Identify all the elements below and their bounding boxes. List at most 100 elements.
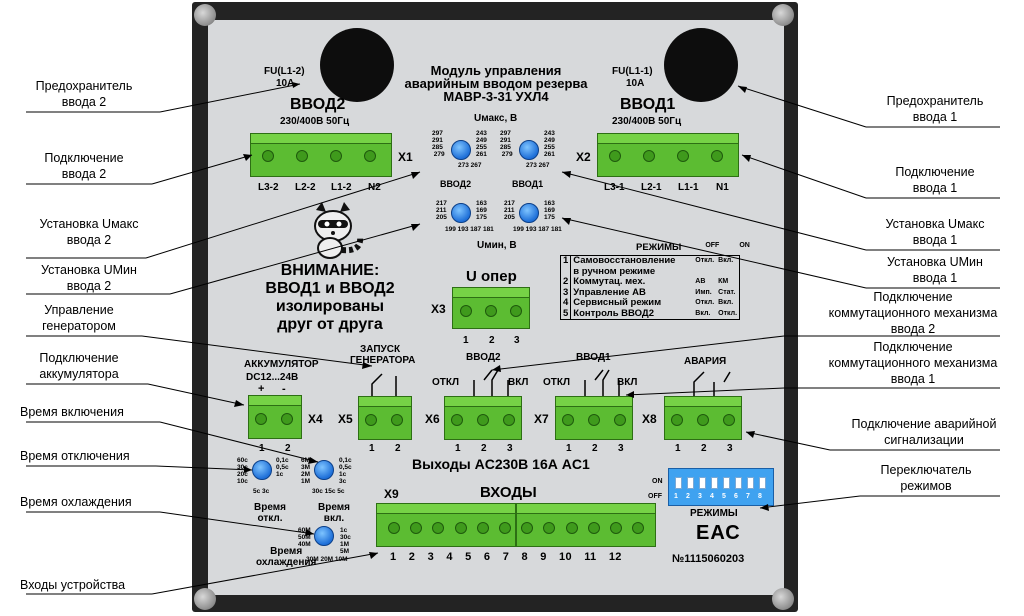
dip-switch-toggle[interactable] — [747, 477, 754, 489]
time-on-knob[interactable] — [314, 460, 334, 480]
gen-title2: ГЕНЕРАТОРА — [350, 355, 416, 366]
screw-icon — [510, 305, 522, 317]
fuse-holder-left[interactable] — [320, 28, 394, 102]
screw-icon — [711, 150, 723, 162]
relay-contact-icon — [693, 371, 731, 396]
dip-switch-toggle[interactable] — [723, 477, 730, 489]
callout-time-on: Время включения — [20, 405, 124, 419]
screw-icon — [262, 150, 274, 162]
x6-pin: 1 — [455, 443, 461, 454]
battery-plus: + — [258, 383, 265, 395]
bolt-icon — [772, 588, 794, 610]
dip-switch-toggle[interactable] — [699, 477, 706, 489]
screw-icon — [460, 305, 472, 317]
callout-time-cool: Время охлаждения — [20, 495, 132, 509]
x7-pin: 3 — [618, 443, 624, 454]
screw-icon — [614, 414, 626, 426]
screw-icon — [391, 414, 403, 426]
x2-pin-label: L1-1 — [678, 182, 699, 193]
battery-title: АККУМУЛЯТОР — [244, 359, 319, 370]
umax-title: Uмакс, В — [474, 113, 518, 124]
screw-icon — [388, 522, 400, 534]
callout-umin1: Установка UМин ввода 1 — [887, 255, 983, 285]
x7-vkl: ВКЛ — [617, 377, 638, 388]
x1-pin-label: L3-2 — [258, 182, 279, 193]
x5-pin: 1 — [369, 443, 375, 454]
umin-scale: 199 193 187 181 — [445, 226, 494, 233]
umin-vvod1-knob[interactable] — [519, 203, 539, 223]
vvod2-title: ВВОД2 — [290, 96, 346, 113]
screw-icon — [503, 414, 515, 426]
umin-vvod2-knob[interactable] — [451, 203, 471, 223]
dip-switch-toggle[interactable] — [687, 477, 694, 489]
screw-icon — [476, 522, 489, 534]
knob-vvod1-label: ВВОД1 — [512, 179, 544, 189]
screw-icon — [723, 414, 735, 426]
screw-icon — [410, 522, 423, 534]
dip-off-label: OFF — [648, 493, 662, 500]
umin-title: Uмин, В — [477, 240, 517, 251]
time-cool-knob[interactable] — [314, 526, 334, 546]
screw-icon — [477, 414, 489, 426]
x1-pin-label: N2 — [368, 182, 381, 193]
x5-label: X5 — [338, 412, 353, 426]
mode-dip-switch[interactable] — [668, 468, 774, 506]
x7-otkl: ОТКЛ — [543, 377, 571, 388]
x6-pin: 2 — [481, 443, 487, 454]
screw-icon — [451, 414, 463, 426]
battery-minus: - — [282, 383, 286, 395]
battery-voltage: DC12...24В — [246, 372, 299, 383]
screw-icon — [697, 414, 709, 426]
raccoon-logo-icon — [314, 202, 364, 259]
screw-icon — [432, 522, 445, 534]
x8-pin: 1 — [675, 443, 681, 454]
dip-switch-toggle[interactable] — [675, 477, 682, 489]
terminal-x4[interactable] — [248, 395, 302, 439]
module-title: Модуль управления аварийным вводом резер… — [404, 63, 588, 104]
screw-icon — [281, 413, 293, 425]
screw-icon — [587, 522, 600, 534]
callout-umax1: Установка Uмакс ввода 1 — [885, 217, 985, 247]
screw-icon — [588, 414, 600, 426]
screw-icon — [643, 150, 655, 162]
umax-vvod2-knob[interactable] — [451, 140, 471, 160]
gen-title: ЗАПУСК — [360, 344, 401, 355]
dip-switch-toggle[interactable] — [759, 477, 766, 489]
eac-mark-icon: ЕАС — [696, 522, 741, 544]
dip-switch-toggle[interactable] — [711, 477, 718, 489]
serial-number: №1115060203 — [672, 553, 745, 565]
x3-label: X3 — [431, 302, 446, 316]
screw-icon — [565, 522, 578, 534]
dip-switch-toggle[interactable] — [735, 477, 742, 489]
x4-pin: 1 — [259, 443, 265, 454]
callout-umax2: Установка Uмакс ввода 2 — [39, 217, 139, 247]
callout-fuse1: Предохранитель ввода 1 — [886, 94, 984, 124]
time-on-scale: 30c 15c 5c — [312, 488, 345, 495]
x9-label: X9 — [384, 487, 399, 501]
x1-pin-label: L2-2 — [295, 182, 316, 193]
screw-icon — [521, 522, 534, 534]
dip-title: РЕЖИМЫ — [690, 508, 738, 519]
bolt-icon — [772, 4, 794, 26]
x1-label: X1 — [398, 150, 413, 164]
screw-icon — [255, 413, 267, 425]
callout-umin2: Установка UМин ввода 2 — [41, 263, 137, 293]
x2-pin-label: L3-1 — [604, 182, 625, 193]
bolt-icon — [194, 4, 216, 26]
time-off-knob[interactable] — [252, 460, 272, 480]
fuse-left-label: FU(L1-2) — [264, 66, 305, 77]
fuse-holder-right[interactable] — [664, 28, 738, 102]
relay-contact-icon — [371, 373, 397, 396]
x6-vkl: ВКЛ — [508, 377, 529, 388]
screw-icon — [671, 414, 683, 426]
fuse-left-rating: 10A — [276, 78, 295, 89]
umax-vvod1-knob[interactable] — [519, 140, 539, 160]
relay-contact-icon — [473, 369, 509, 396]
